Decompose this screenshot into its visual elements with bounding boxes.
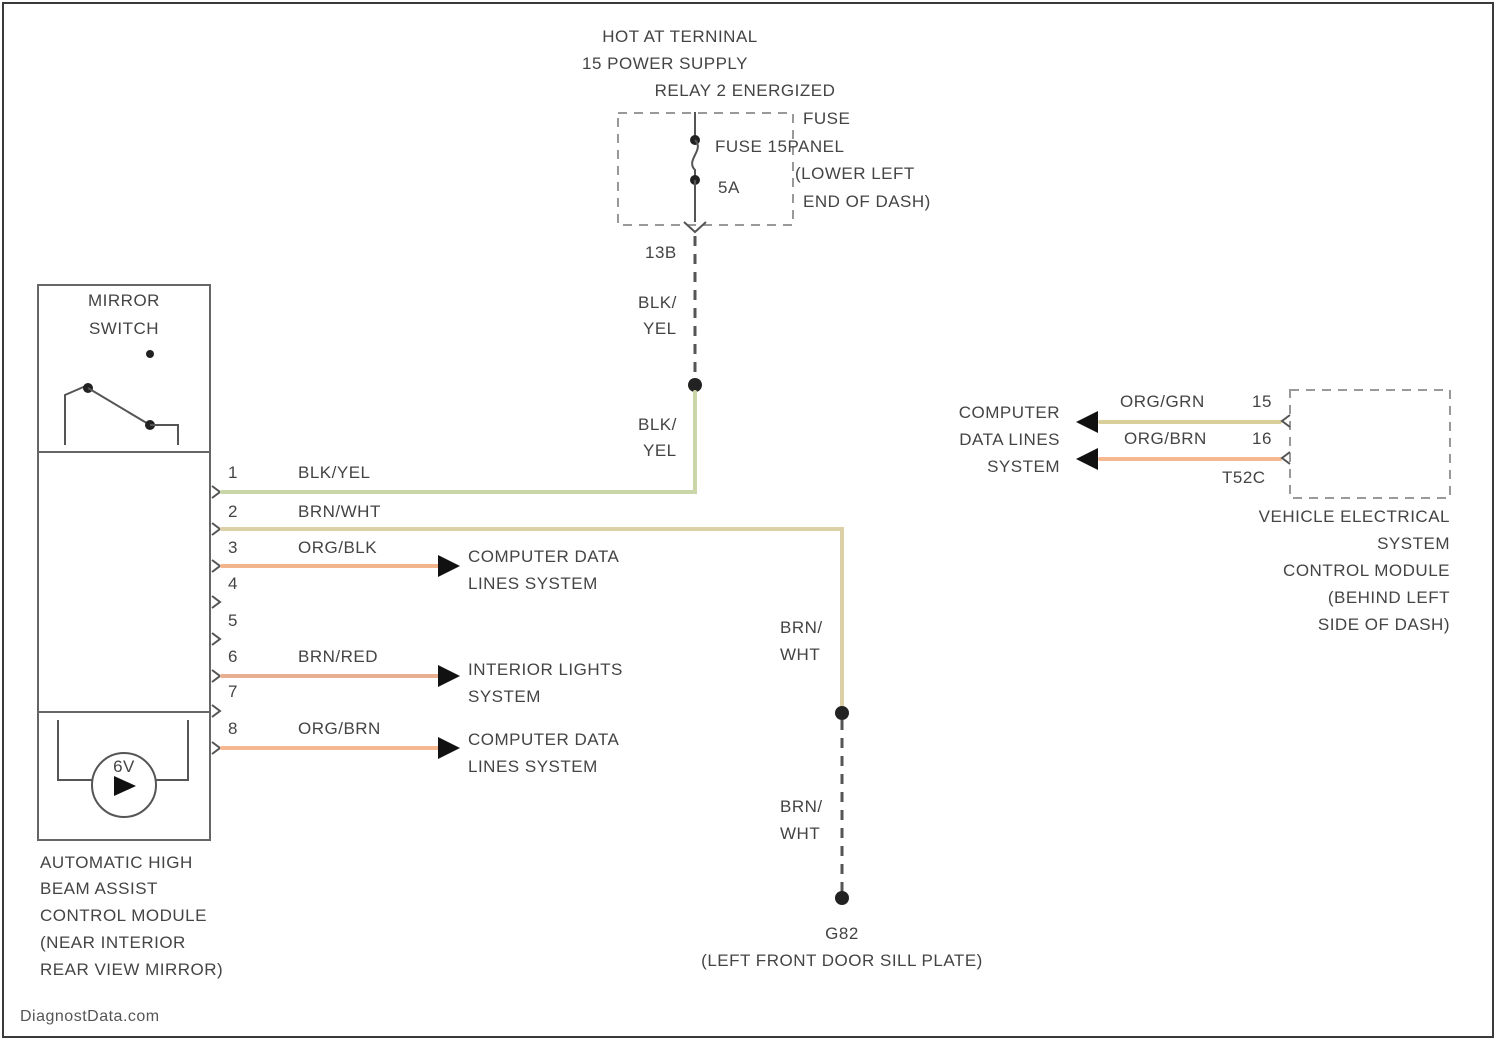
wire-label-blk-yel-lower-1: BLK/ [638,415,677,434]
pin-connector-ticks [212,486,220,754]
module-name-2: BEAM ASSIST [40,879,158,898]
switch-dot [146,350,154,358]
vehicle-module-name-1: VEHICLE ELECTRICAL [1259,507,1450,526]
switch-frame [65,385,88,445]
vehicle-module-name-2: SYSTEM [1377,534,1450,553]
wire-label-blk-yel-upper-1: BLK/ [638,293,677,312]
module-name-5: REAR VIEW MIRROR) [40,960,223,979]
wire-label-brn-wht-upper-1: BRN/ [780,618,823,637]
motor-label: 6V [113,757,135,776]
dest-interior-lights-a: INTERIOR LIGHTS [468,660,623,679]
vehicle-module-box [1290,390,1450,498]
fuse-element [692,140,698,180]
arrow-interior-lights [438,665,460,687]
wire-label-pin-2: BRN/WHT [298,502,381,521]
power-supply-line-1: HOT AT TERNINAL [602,27,758,46]
switch-label-1: MIRROR [88,291,160,310]
module-name-3: CONTROL MODULE [40,906,207,925]
dest-data-lines-2-b: LINES SYSTEM [468,757,598,776]
pin-7: 7 [228,682,238,701]
wire-label-pin-8: ORG/BRN [298,719,381,738]
ground-node [835,891,849,905]
dest-data-lines-2-a: COMPUTER DATA [468,730,619,749]
power-supply-line-3: RELAY 2 ENERGIZED [655,81,836,100]
wire-label-brn-wht-upper-2: WHT [780,645,820,664]
arrow-vehicle-data-top [1076,411,1098,433]
ground-id: G82 [825,924,859,943]
dest-interior-lights-b: SYSTEM [468,687,541,706]
switch-blade [88,388,150,425]
switch-return [150,425,178,445]
dest-data-lines-1-a: COMPUTER DATA [468,547,619,566]
wire-label-pin-1: BLK/YEL [298,463,371,482]
pin-1: 1 [228,463,238,482]
arrow-vehicle-data-bottom [1076,448,1098,470]
vehicle-wire-label-bottom: ORG/BRN [1124,429,1207,448]
module-name-4: (NEAR INTERIOR [40,933,186,952]
fuse-panel-line-1: FUSE 15PANEL [715,137,844,156]
vehicle-connector-id: T52C [1222,468,1266,487]
fuse-amp: 5A [718,178,740,197]
splice-node-brn-wht [835,706,849,720]
arrow-data-lines-1 [438,555,460,577]
pin-6: 6 [228,647,238,666]
wire-label-pin-3: ORG/BLK [298,538,377,557]
vehicle-connector-ticks [1282,415,1290,464]
vehicle-pin-top: 15 [1252,392,1272,411]
dest-data-lines-1-b: LINES SYSTEM [468,574,598,593]
wire-blk-yel [222,392,695,492]
pin-2: 2 [228,502,238,521]
wire-label-brn-wht-lower-1: BRN/ [780,797,823,816]
fuse-connector [684,222,706,232]
wire-label-pin-6: BRN/RED [298,647,378,666]
vehicle-pin-bottom: 16 [1252,429,1272,448]
power-supply-line-2: 15 POWER SUPPLY [582,54,748,73]
wire-label-blk-yel-upper-2: YEL [643,319,677,338]
pin-3: 3 [228,538,238,557]
vehicle-data-lines-1: COMPUTER [959,403,1060,422]
arrow-data-lines-2 [438,737,460,759]
watermark: DiagnostData.com [20,1008,160,1025]
pin-4: 4 [228,574,238,593]
fuse-label: FUSE [803,109,850,128]
vehicle-wire-label-top: ORG/GRN [1120,392,1205,411]
fuse-number: 13B [645,243,677,262]
pin-5: 5 [228,611,238,630]
wire-label-blk-yel-lower-2: YEL [643,441,677,460]
vehicle-data-lines-2: DATA LINES [959,430,1060,449]
vehicle-module-name-3: CONTROL MODULE [1283,561,1450,580]
splice-node-blk-yel [688,378,702,392]
pin-8: 8 [228,719,238,738]
ground-location: (LEFT FRONT DOOR SILL PLATE) [701,951,983,970]
fuse-panel-line-2: (LOWER LEFT [795,164,915,183]
vehicle-module-name-5: SIDE OF DASH) [1318,615,1450,634]
switch-label-2: SWITCH [89,319,159,338]
fuse-panel-line-3: END OF DASH) [803,192,931,211]
vehicle-data-lines-3: SYSTEM [987,457,1060,476]
module-name-1: AUTOMATIC HIGH [40,853,193,872]
fuse-panel-box [618,113,793,225]
wire-label-brn-wht-lower-2: WHT [780,824,820,843]
vehicle-module-name-4: (BEHIND LEFT [1328,588,1450,607]
